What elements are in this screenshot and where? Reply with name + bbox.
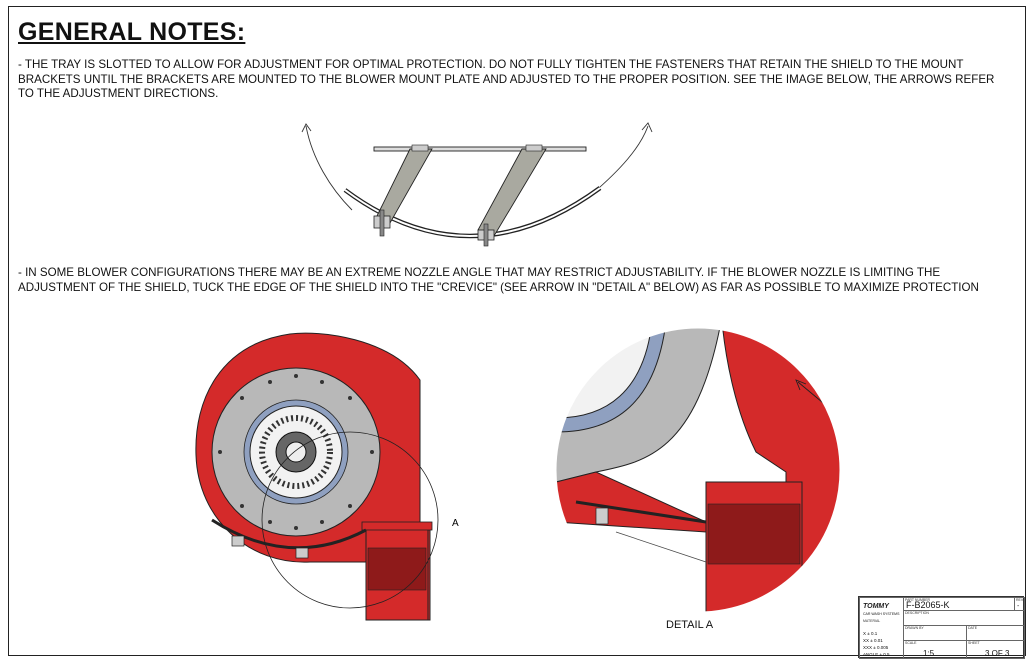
label-description: DESCRIPTION (905, 611, 929, 615)
shield-adjustment-figure (301, 122, 653, 247)
part-number: F-B2065-K (906, 600, 950, 610)
tolerance-4: ANGLE ± 0.5 (863, 652, 890, 657)
drawing-sheet-border (8, 6, 1026, 656)
label-drawn-by: DRAWN BY (905, 626, 924, 630)
adjust-arrow-right (591, 125, 649, 195)
brand-subtitle: CAR WASH SYSTEMS (863, 612, 900, 616)
scale-value: 1:5 (923, 649, 935, 658)
sheet-number: 3 OF 3 (985, 649, 1010, 658)
blower-main-view: A (195, 332, 459, 621)
note-nozzle-angle: - IN SOME BLOWER CONFIGURATIONS THERE MA… (18, 266, 979, 294)
detail-a-caption: DETAIL A (666, 619, 714, 631)
detail-a-callout: A (452, 518, 459, 529)
page-title: GENERAL NOTES: (18, 18, 246, 46)
label-material: MATERIAL (863, 619, 881, 623)
tolerance-1: X ± 0.1 (863, 631, 878, 636)
tolerance-3: XXX ± 0.005 (863, 645, 889, 650)
detail-a-view (556, 327, 841, 613)
note-tray-adjustment: - THE TRAY IS SLOTTED TO ALLOW FOR ADJUS… (18, 58, 995, 100)
title-block: PART NUMBER DESCRIPTION DRAWN BY DATE MA… (858, 596, 1025, 659)
detail-a-circle (261, 431, 439, 609)
label-part-number: PART NUMBER (905, 598, 931, 602)
label-scale: SCALE (905, 641, 917, 645)
bracket-left (375, 148, 433, 224)
rev-value: - (1017, 603, 1020, 610)
mount-plate (373, 146, 587, 152)
label-sheet: SHEET (968, 641, 980, 645)
label-date: DATE (968, 626, 978, 630)
tommy-logo: TOMMY (863, 603, 889, 610)
label-rev: REV (1016, 598, 1024, 602)
adjust-arrow-left (305, 125, 353, 211)
tolerance-2: XX ± 0.01 (863, 638, 883, 643)
blower-shield (211, 518, 367, 550)
